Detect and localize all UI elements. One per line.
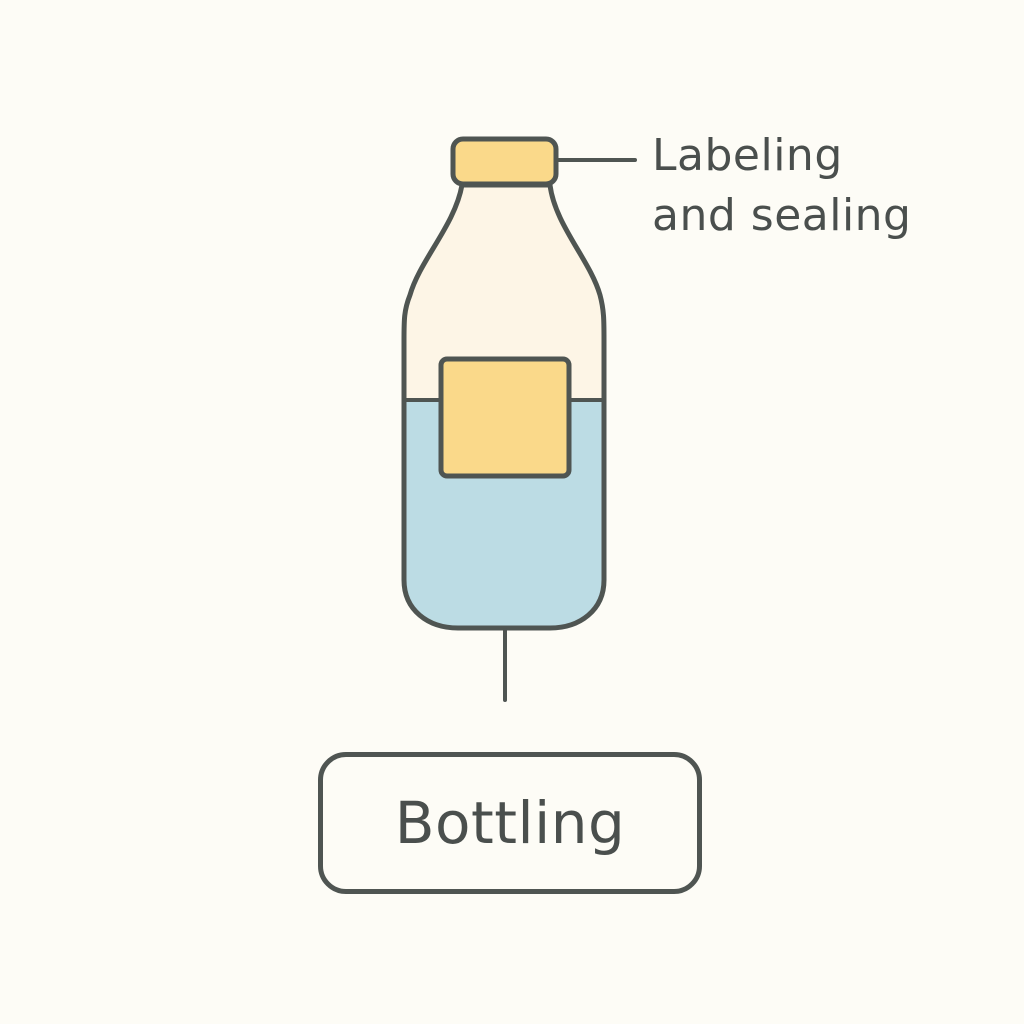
callout-label-line-2: and sealing [652, 190, 912, 241]
step-label: Bottling [394, 789, 626, 857]
bottle-outline [401, 182, 607, 631]
bottle-label-patch [438, 356, 572, 479]
step-box-bottling: Bottling [318, 752, 702, 894]
callout-label-line-1: Labeling [652, 130, 843, 181]
callout-label: Labeling and sealing [652, 126, 992, 246]
bottle-cap [450, 136, 559, 187]
